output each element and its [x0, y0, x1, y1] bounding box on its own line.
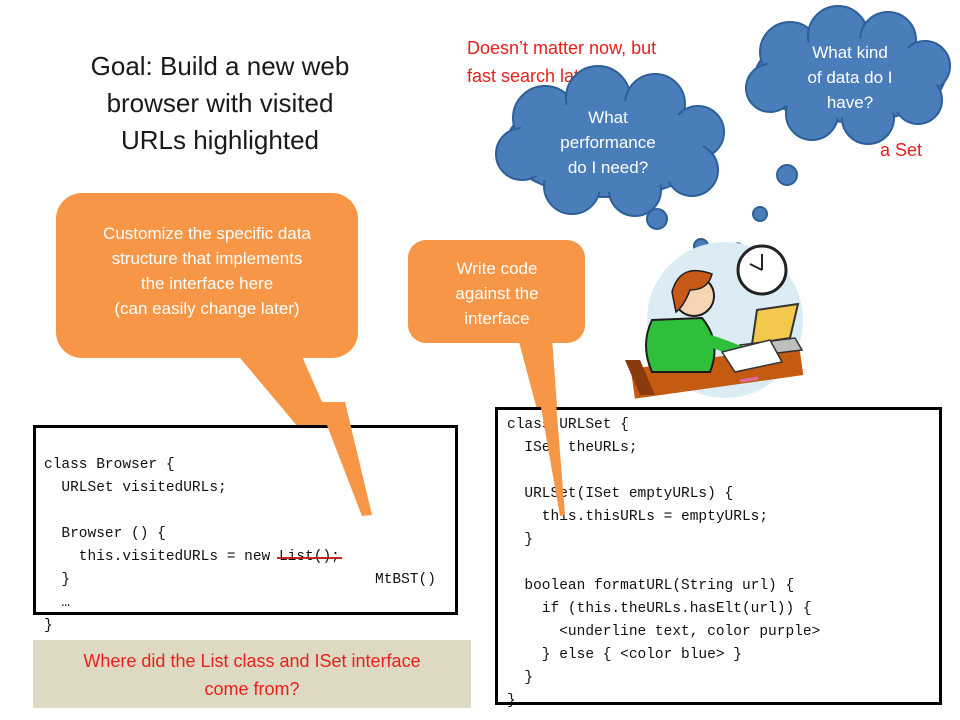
code-line-constructor-body: this.visitedURLs = new List();: [44, 546, 447, 569]
set-note: a Set: [880, 140, 923, 160]
replacement-mtbst: MtBST(): [375, 572, 436, 588]
callout-interface-text: Write code against the interface: [455, 259, 539, 328]
code-line: …: [44, 595, 71, 611]
cloud-data-kind-text: What kind of data do I have?: [807, 43, 893, 112]
thought-dot: [776, 164, 798, 186]
thought-dot: [752, 206, 768, 222]
student-clipart: [625, 242, 804, 399]
code-text: }: [44, 572, 71, 588]
slide-title: Goal: Build a new web browser with visit…: [90, 51, 350, 155]
callout-customize-text: Customize the specific data structure th…: [103, 224, 311, 318]
thought-dot: [646, 208, 668, 230]
code-line: }: [44, 618, 53, 634]
question-box: Where did the List class and ISet interf…: [33, 640, 471, 708]
urlset-code-block: class URLSet { ISet theURLs; URLSet(ISet…: [495, 407, 942, 709]
code-line: URLSet visitedURLs;: [44, 480, 227, 496]
code-line: Browser () {: [44, 526, 166, 542]
code-line: class Browser {: [44, 457, 175, 473]
code-text: this.visitedURLs = new: [44, 549, 279, 565]
code-line: ​: [44, 500, 447, 523]
browser-code-block: class Browser { URLSet visitedURLs; ​ Bro…: [33, 425, 458, 634]
struck-list-call: List();: [278, 549, 340, 565]
cloud-performance-text: What performance do I need?: [560, 108, 656, 177]
code-line-close-brace: } MtBST(): [44, 569, 447, 592]
